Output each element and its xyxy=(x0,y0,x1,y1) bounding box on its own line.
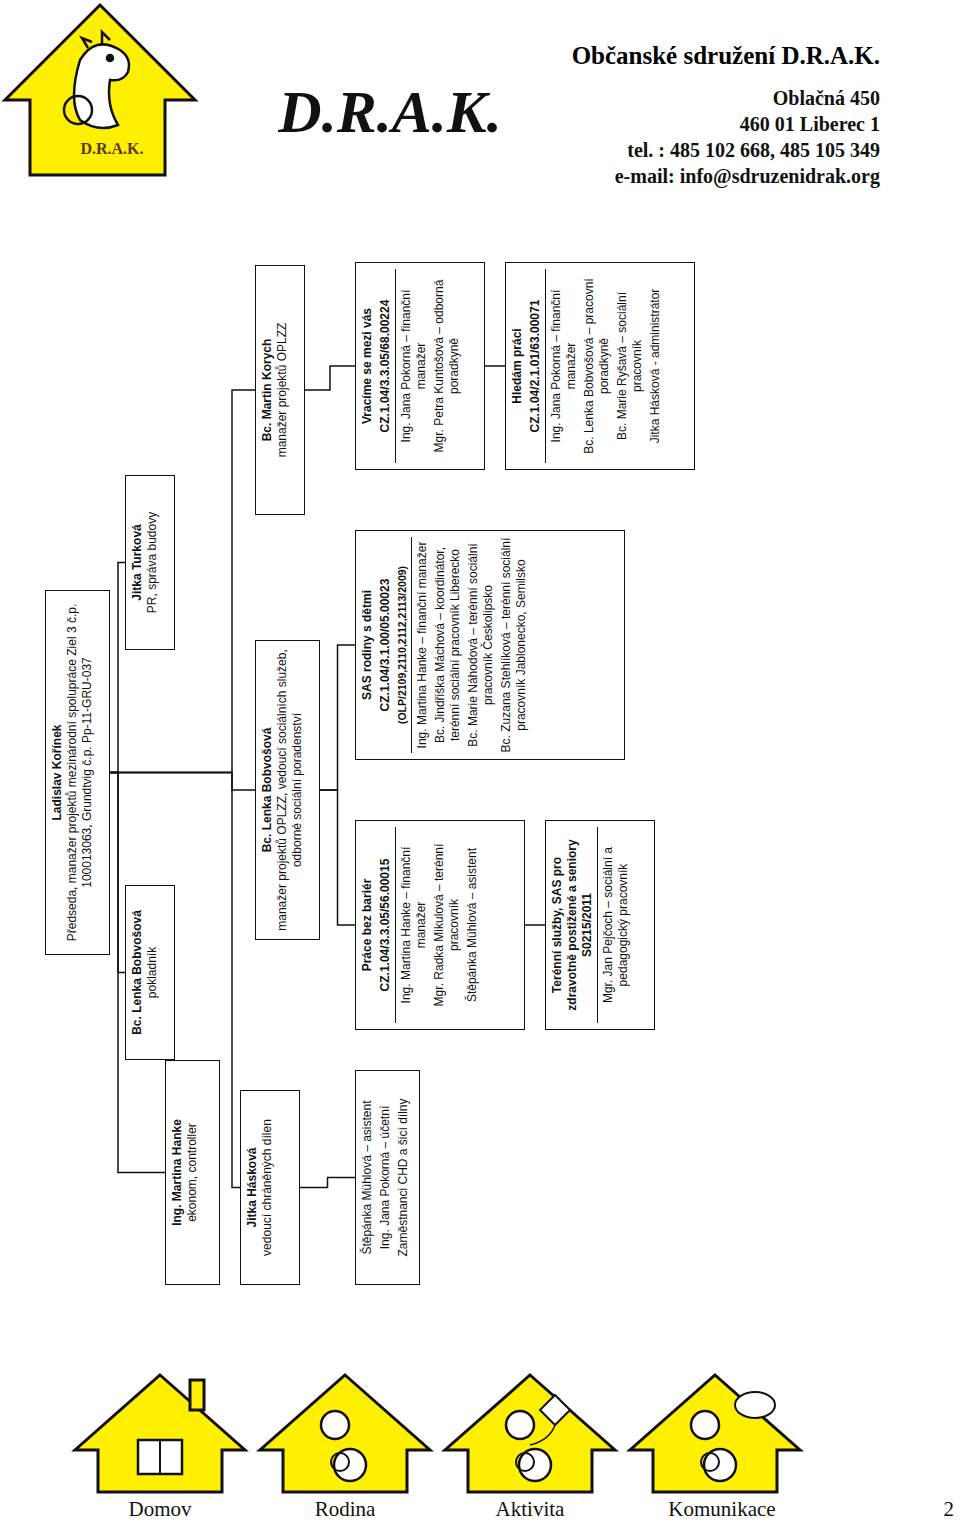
address-line: Oblačná 450 xyxy=(773,87,880,110)
node-text: manažer projektů OPLZZ, vedoucí sociální… xyxy=(275,647,305,933)
logo-house xyxy=(5,5,195,175)
node-text: Ing. Jana Pokorná – účetní xyxy=(378,1077,393,1278)
node-text: Ing. Martina Hanke – finanční manažer xyxy=(399,827,429,1023)
role-box: Bc. Lenka Bobvošovápokladník xyxy=(125,885,175,1060)
address-line: tel. : 485 102 668, 485 105 349 xyxy=(627,139,880,162)
org-chart: Ladislav KořínekPředseda, manažer projek… xyxy=(40,250,710,1290)
node-heading: Štěpánka Mühlová – asistent xyxy=(360,1077,375,1278)
title: Občanské sdružení D.R.A.K. xyxy=(572,42,880,70)
node-text: Ing. Martina Hanke – finanční manažer xyxy=(415,537,430,753)
footer-label: Aktivita xyxy=(496,1497,565,1522)
connector xyxy=(320,645,355,790)
node-text: Bc. Marie Náhodová – terénní sociální pr… xyxy=(466,537,496,753)
project-box: Štěpánka Mühlová – asistentIng. Jana Pok… xyxy=(355,1070,420,1285)
node-text: CZ.1.04/3.1.00/05.00023 xyxy=(378,537,393,753)
project-box: Práce bez bariérCZ.1.04/3.3.05/56.00015I… xyxy=(355,820,525,1030)
connector xyxy=(300,1178,355,1188)
footer-label: Rodina xyxy=(315,1497,376,1522)
logo-text: D.R.A.K. xyxy=(80,140,143,158)
connector xyxy=(320,790,355,925)
node-text: Bc. Lenka Bobvošová – pracovní poradkyně xyxy=(582,269,612,463)
role-box: Bc. Lenka Bobvošovámanažer projektů OPLZ… xyxy=(255,640,320,940)
node-text: PR, správa budovy xyxy=(145,482,160,643)
node-heading: Bc. Lenka Bobvošová xyxy=(130,892,145,1053)
role-box: Bc. Martin Korychmanažer projektů OPLZZ xyxy=(255,265,305,515)
node-text: manažer projektů OPLZZ xyxy=(275,272,290,508)
footer-label: Komunikace xyxy=(668,1497,775,1522)
node-text: pokladník xyxy=(145,892,160,1053)
project-box: SAS rodiny s dětmiCZ.1.04/3.1.00/05.0002… xyxy=(355,530,625,760)
connector xyxy=(110,563,125,773)
node-heading: SAS rodiny s dětmi xyxy=(360,537,375,753)
node-text: Předseda, manažer projektů mezinárodní s… xyxy=(65,597,95,948)
connector xyxy=(110,773,165,1173)
node-heading: Jitka Turková xyxy=(130,482,145,643)
role-box: Jitka Háskovávedoucí chráněných dílen xyxy=(240,1090,300,1285)
address-line: 460 01 Liberec 1 xyxy=(740,113,880,136)
node-heading: Vracíme se mezi vás xyxy=(360,269,375,463)
connector xyxy=(525,924,545,926)
address-line: e-mail: info@sdruzenidrak.org xyxy=(615,165,880,188)
node-text: Ing. Jana Pokorná – finanční manažer xyxy=(399,269,429,463)
node-heading: Hledám práci xyxy=(510,269,525,463)
footer-house xyxy=(260,1375,430,1492)
footer-house xyxy=(75,1375,245,1492)
footer-label: 2 xyxy=(944,1497,955,1522)
logo-text: D.R.A.K. xyxy=(278,78,501,147)
connector xyxy=(110,773,255,791)
footer-label: Domov xyxy=(129,1497,192,1522)
node-text: CZ.1.04/2.1.01/63.00071 xyxy=(528,269,546,463)
footer-house xyxy=(445,1375,615,1492)
node-heading: Terénní služby, SAS pro zdravotně postiž… xyxy=(550,827,598,1023)
footer-icons xyxy=(75,1375,800,1492)
node-text: Mgr. Radka Mikulová – terénní pracovník xyxy=(432,827,462,1023)
project-box: Hledám práciCZ.1.04/2.1.01/63.00071Ing. … xyxy=(505,262,695,470)
connector xyxy=(305,366,355,390)
node-text: Ing. Jana Pokorná – finanční manažer xyxy=(549,269,579,463)
connector xyxy=(485,365,505,367)
node-text: vedoucí chráněných dílen xyxy=(260,1097,275,1278)
footer-house xyxy=(630,1375,800,1492)
node-text: Jitka Hásková - administrátor xyxy=(648,269,663,463)
node-heading: Jitka Hásková xyxy=(245,1097,260,1278)
node-heading: Bc. Lenka Bobvošová xyxy=(260,647,275,933)
node-text: ekonom, controller xyxy=(185,1067,200,1278)
connector xyxy=(110,390,255,773)
chair-box: Ladislav KořínekPředseda, manažer projek… xyxy=(45,590,110,955)
node-text: Štěpánka Mühlová – asistent xyxy=(465,827,480,1023)
role-box: Ing. Martina Hankeekonom, controller xyxy=(165,1060,220,1285)
node-text: CZ.1.04/3.3.05/56.00015 xyxy=(378,827,396,1023)
node-heading: Práce bez bariér xyxy=(360,827,375,1023)
role-box: Jitka TurkováPR, správa budovy xyxy=(125,475,175,650)
node-text: Zaměstnanci CHD a šicí dílny xyxy=(396,1077,411,1278)
node-text: (OLP/2109,2110,2112,2113/2009) xyxy=(396,537,412,753)
node-text: Mgr. Jan Pejčoch – sociální a pedagogick… xyxy=(601,827,631,1023)
node-text: Bc. Jindřiška Máchová – koordinátor, ter… xyxy=(433,537,463,753)
node-heading: Ladislav Kořínek xyxy=(50,597,65,948)
node-heading: Bc. Martin Korych xyxy=(260,272,275,508)
node-text: Mgr. Petra Kuntošová – odborná poradkyně xyxy=(432,269,462,463)
node-text: CZ.1.04/3.3.05/68.00224 xyxy=(378,269,396,463)
node-text: Bc. Marie Ryšavá – sociální pracovník xyxy=(615,269,645,463)
project-box: Terénní služby, SAS pro zdravotně postiž… xyxy=(545,820,655,1030)
project-box: Vracíme se mezi vásCZ.1.04/3.3.05/68.002… xyxy=(355,262,485,470)
node-heading: Ing. Martina Hanke xyxy=(170,1067,185,1278)
node-text: Bc. Zuzana Stehlíková – terénní sociální… xyxy=(499,537,529,753)
dragon-figure xyxy=(64,32,129,128)
